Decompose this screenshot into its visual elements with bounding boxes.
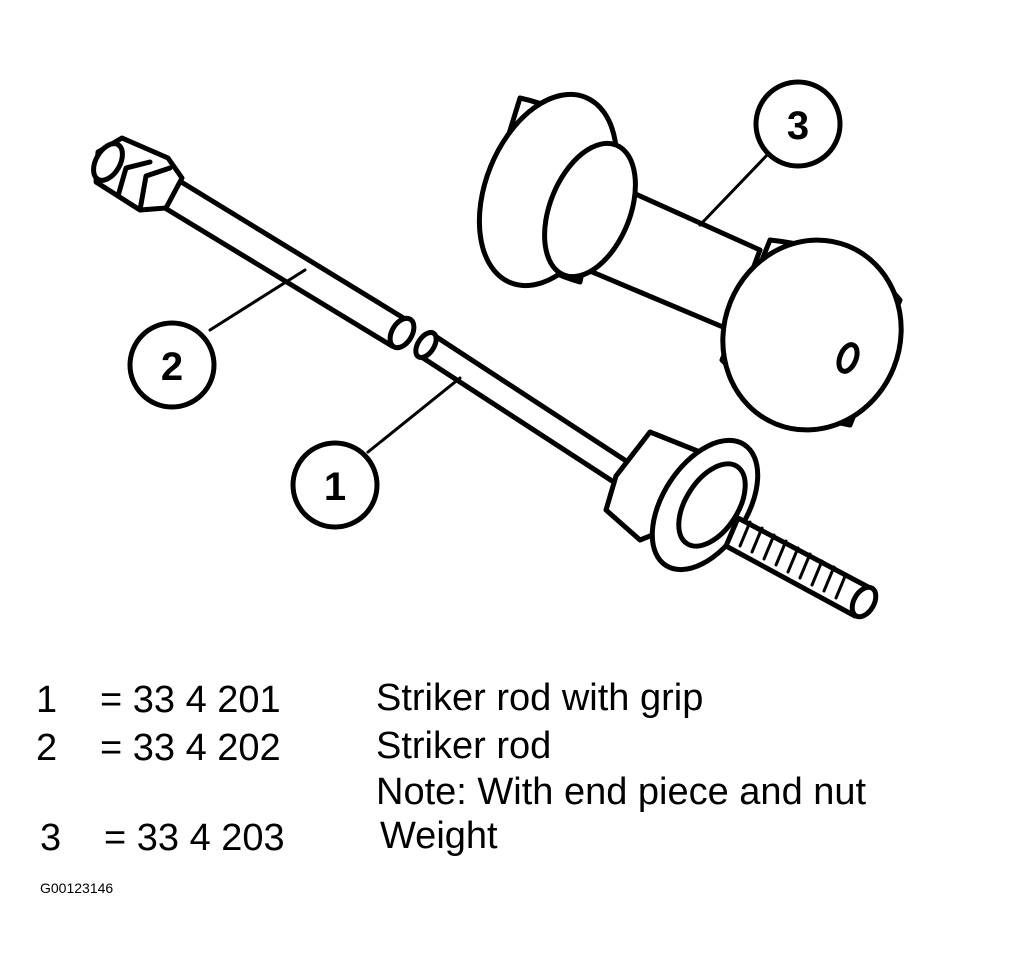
striker-rod-2 [91, 135, 417, 351]
leader-line-3 [698, 150, 772, 227]
legend-part-2: = 33 4 202 [100, 727, 281, 769]
callout-label-3: 3 [787, 104, 809, 148]
legend-num-2: 2 [36, 727, 58, 769]
legend-desc-1: Striker rod with grip [376, 677, 704, 719]
leader-line-1 [366, 376, 462, 454]
striker-rod-1 [413, 329, 879, 620]
callout-circle-1 [290, 440, 380, 530]
legend-part-3: = 33 4 203 [104, 817, 285, 859]
figure-code: G00123146 [40, 880, 114, 896]
legend-part-1: = 33 4 201 [100, 679, 281, 721]
callout-label-1: 1 [324, 465, 346, 509]
legend-num-1: 1 [36, 679, 58, 721]
legend-note-2: Note: With end piece and nut [376, 771, 867, 813]
callout-label-2: 2 [161, 345, 183, 389]
legend-desc-3: Weight [380, 815, 498, 857]
callout-circle-2 [127, 320, 217, 410]
leader-line-2 [208, 268, 307, 332]
legend-desc-2: Striker rod [376, 725, 552, 767]
callout-circle-3 [753, 79, 843, 169]
weight-3 [476, 91, 904, 433]
tool-diagram: 3 2 1 [91, 79, 904, 620]
legend-num-3: 3 [40, 817, 62, 859]
